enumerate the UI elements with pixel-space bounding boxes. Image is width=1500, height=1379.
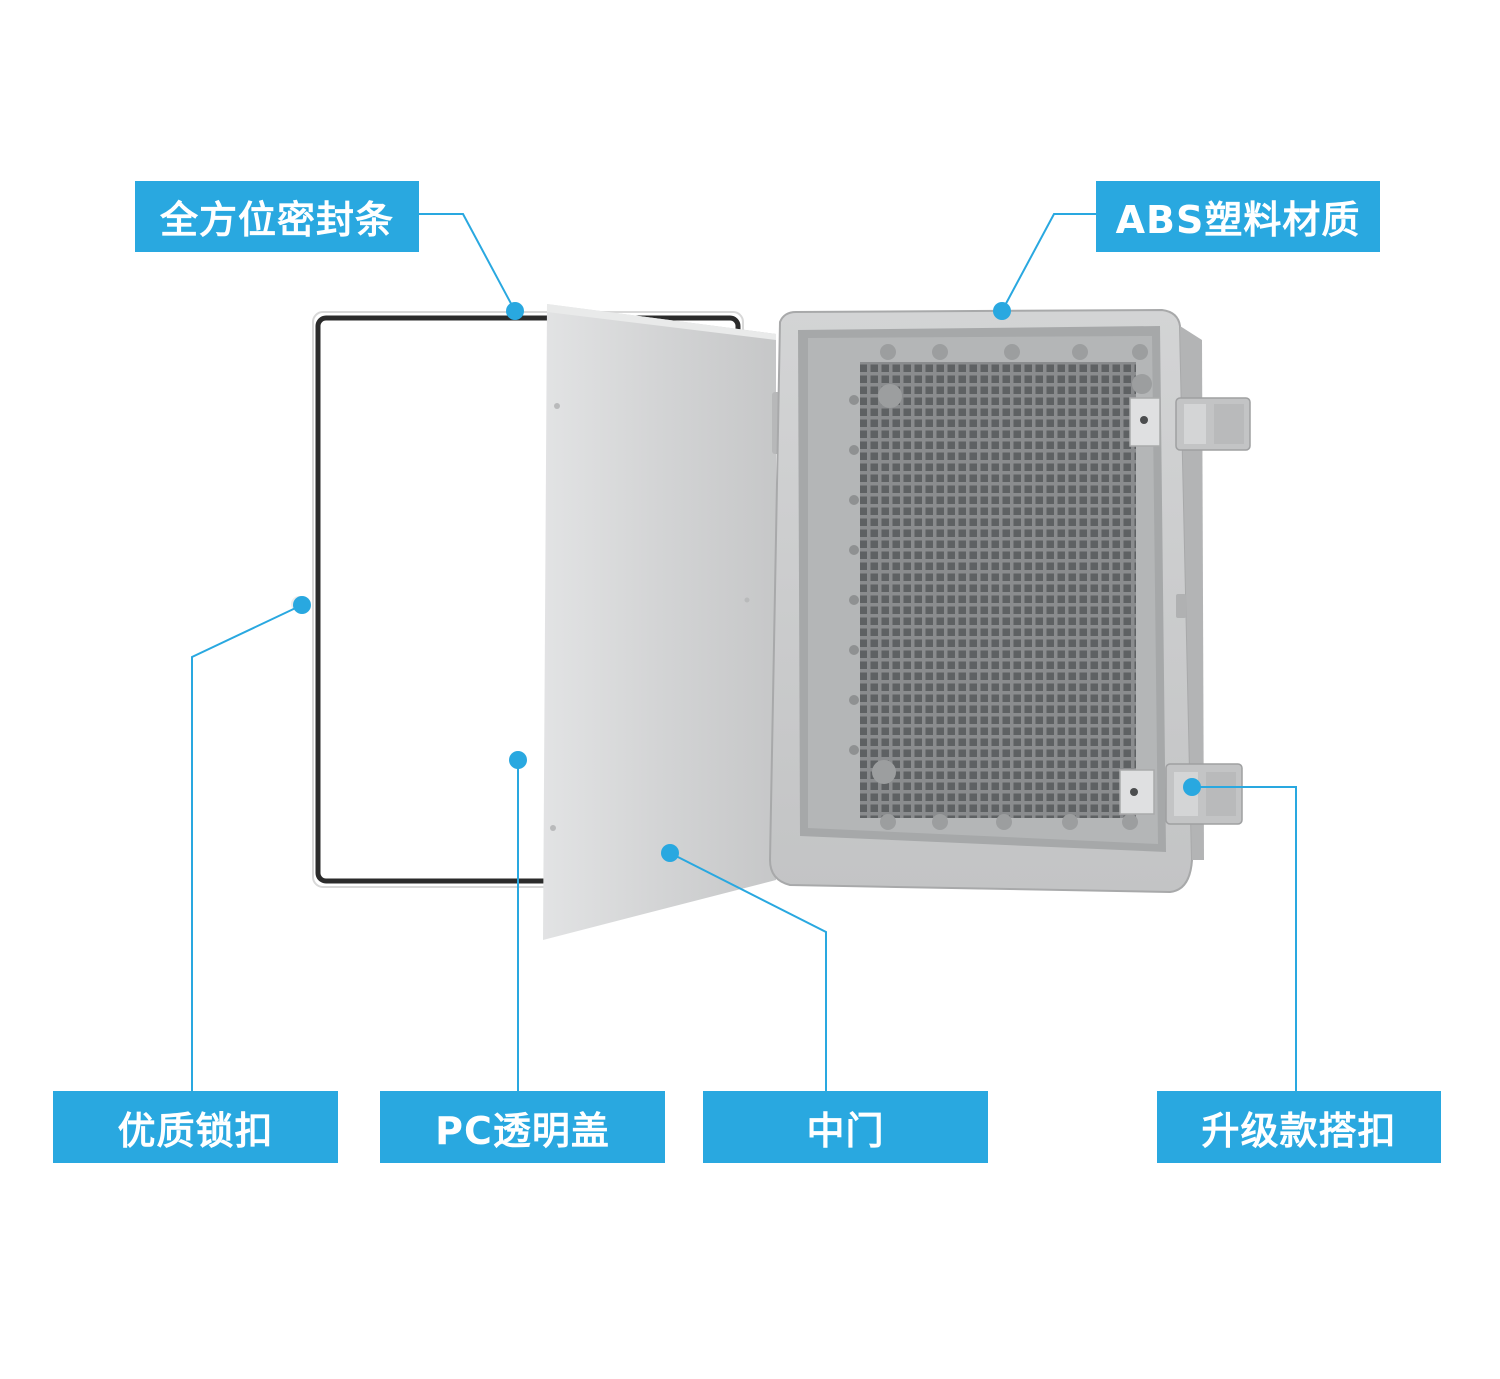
label-middle-door: 中门 — [703, 1091, 988, 1163]
label-pc-cover: PC透明盖 — [380, 1091, 665, 1163]
upgraded-latch-bottom — [1119, 763, 1243, 825]
callout-leaders — [191, 213, 1297, 1091]
leader-abs — [1001, 213, 1096, 312]
callout-dot-abs — [993, 302, 1011, 320]
label-quality-lock: 优质锁扣 — [53, 1091, 338, 1163]
callout-dot-lock — [293, 596, 311, 614]
callout-dot-seal — [506, 302, 524, 320]
mounting-grid-plate — [860, 362, 1136, 818]
callout-dot-door — [661, 844, 679, 862]
abs-box-body — [768, 308, 1204, 894]
label-seal-strip: 全方位密封条 — [135, 181, 419, 252]
label-abs-material: ABS塑料材质 — [1096, 181, 1380, 252]
callout-dot-pc — [509, 751, 527, 769]
callout-dot-latch — [1183, 778, 1201, 796]
leader-lock — [191, 604, 303, 1091]
label-upgraded-latch: 升级款搭扣 — [1157, 1091, 1441, 1163]
leader-door — [669, 852, 827, 1091]
upgraded-latch-top — [1129, 397, 1251, 451]
leader-latch — [1192, 786, 1297, 1091]
leader-seal — [419, 213, 516, 312]
